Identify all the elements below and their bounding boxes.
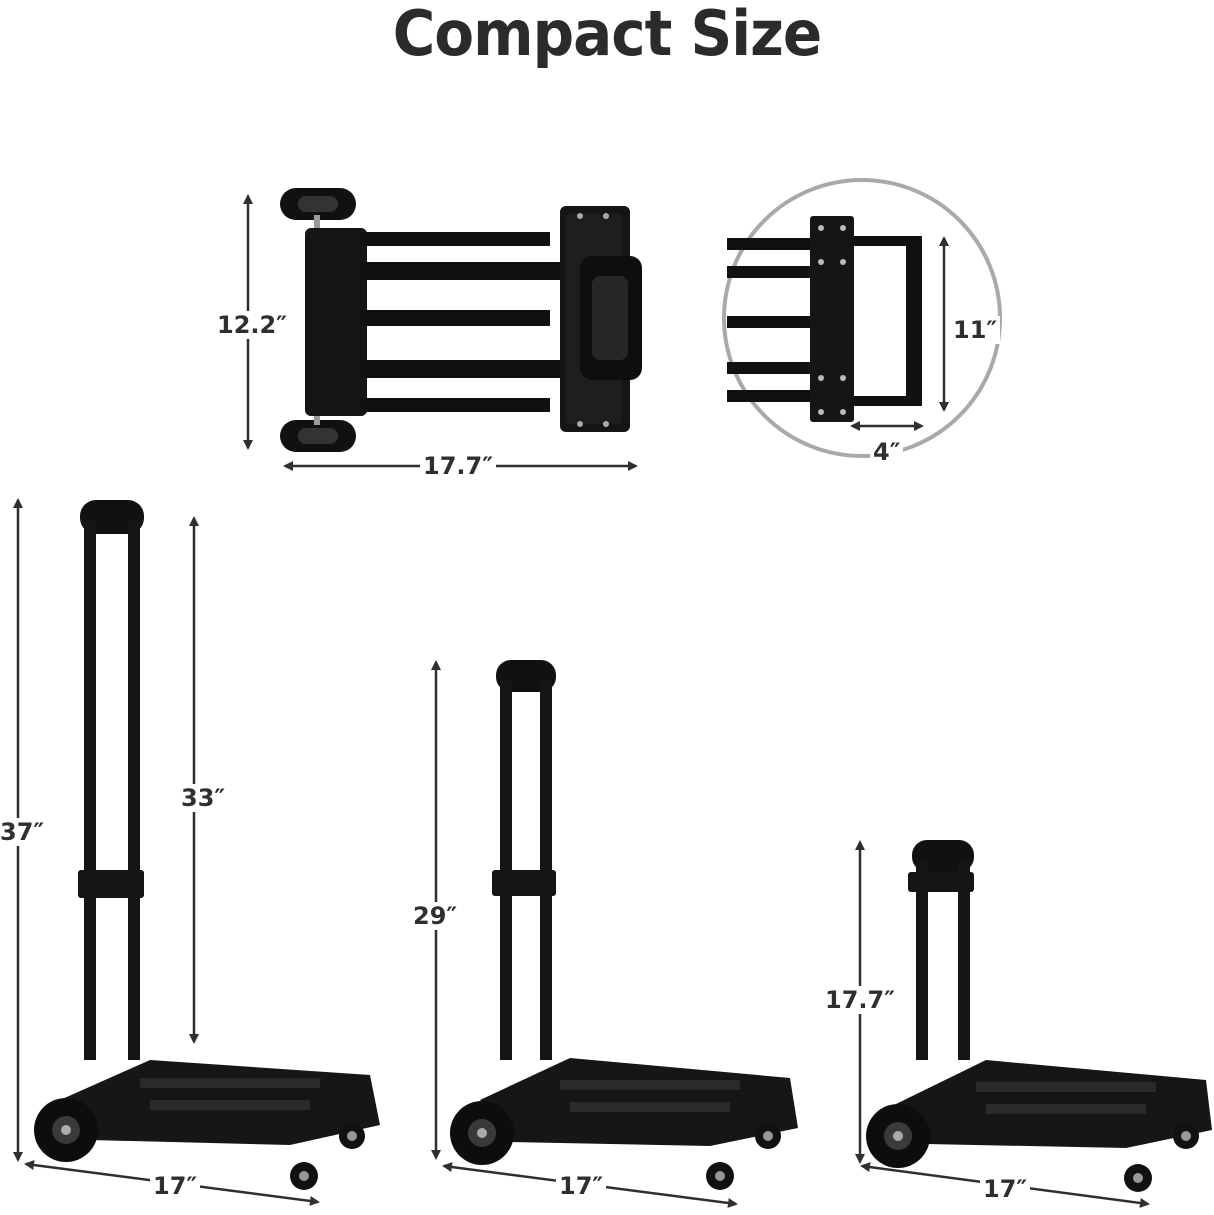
label-low-height: 17.7″ (822, 986, 898, 1014)
label-full-handle-height: 33″ (178, 784, 229, 812)
label-base-width-low: 17″ (980, 1175, 1031, 1203)
page-title: Compact Size (392, 0, 823, 71)
mid-cart-illustration (450, 660, 798, 1190)
label-handle-depth: 4″ (870, 438, 904, 466)
label-base-width-full: 17″ (150, 1172, 201, 1200)
label-folded-height: 12.2″ (214, 311, 290, 339)
low-cart-illustration (866, 840, 1212, 1192)
label-mid-height: 29″ (410, 902, 461, 930)
label-folded-width: 17.7″ (420, 452, 496, 480)
folded-cart-illustration (280, 188, 642, 452)
tall-cart-illustration (34, 500, 380, 1190)
label-handle-height: 11″ (950, 316, 1001, 344)
label-base-width-mid: 17″ (556, 1172, 607, 1200)
handle-detail-circle (722, 178, 1002, 458)
label-full-total-height: 37″ (0, 818, 48, 846)
